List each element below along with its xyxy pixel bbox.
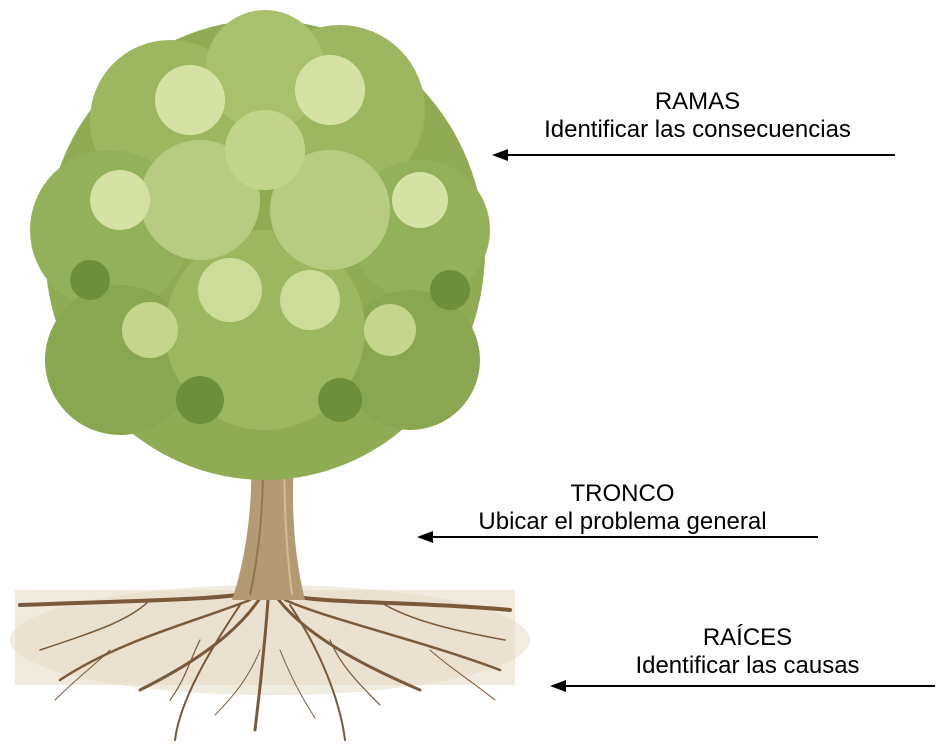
raices-title: RAÍCES (560, 624, 935, 652)
tronco-desc: Ubicar el problema general (425, 508, 820, 536)
foliage (30, 10, 490, 480)
ramas-desc: Identificar las consecuencias (500, 116, 895, 144)
raices-arrow-head (550, 680, 566, 692)
tronco-label: TRONCO Ubicar el problema general (425, 480, 820, 536)
ramas-label: RAMAS Identificar las consecuencias (500, 88, 895, 144)
ramas-arrow-line (505, 154, 895, 156)
tronco-arrow-line (430, 536, 818, 538)
raices-label: RAÍCES Identificar las causas (560, 624, 935, 680)
raices-arrow-line (563, 685, 935, 687)
raices-desc: Identificar las causas (560, 652, 935, 680)
tronco-arrow-head (417, 531, 433, 543)
ramas-arrow-head (492, 149, 508, 161)
tronco-title: TRONCO (425, 480, 820, 508)
ramas-title: RAMAS (500, 88, 895, 116)
